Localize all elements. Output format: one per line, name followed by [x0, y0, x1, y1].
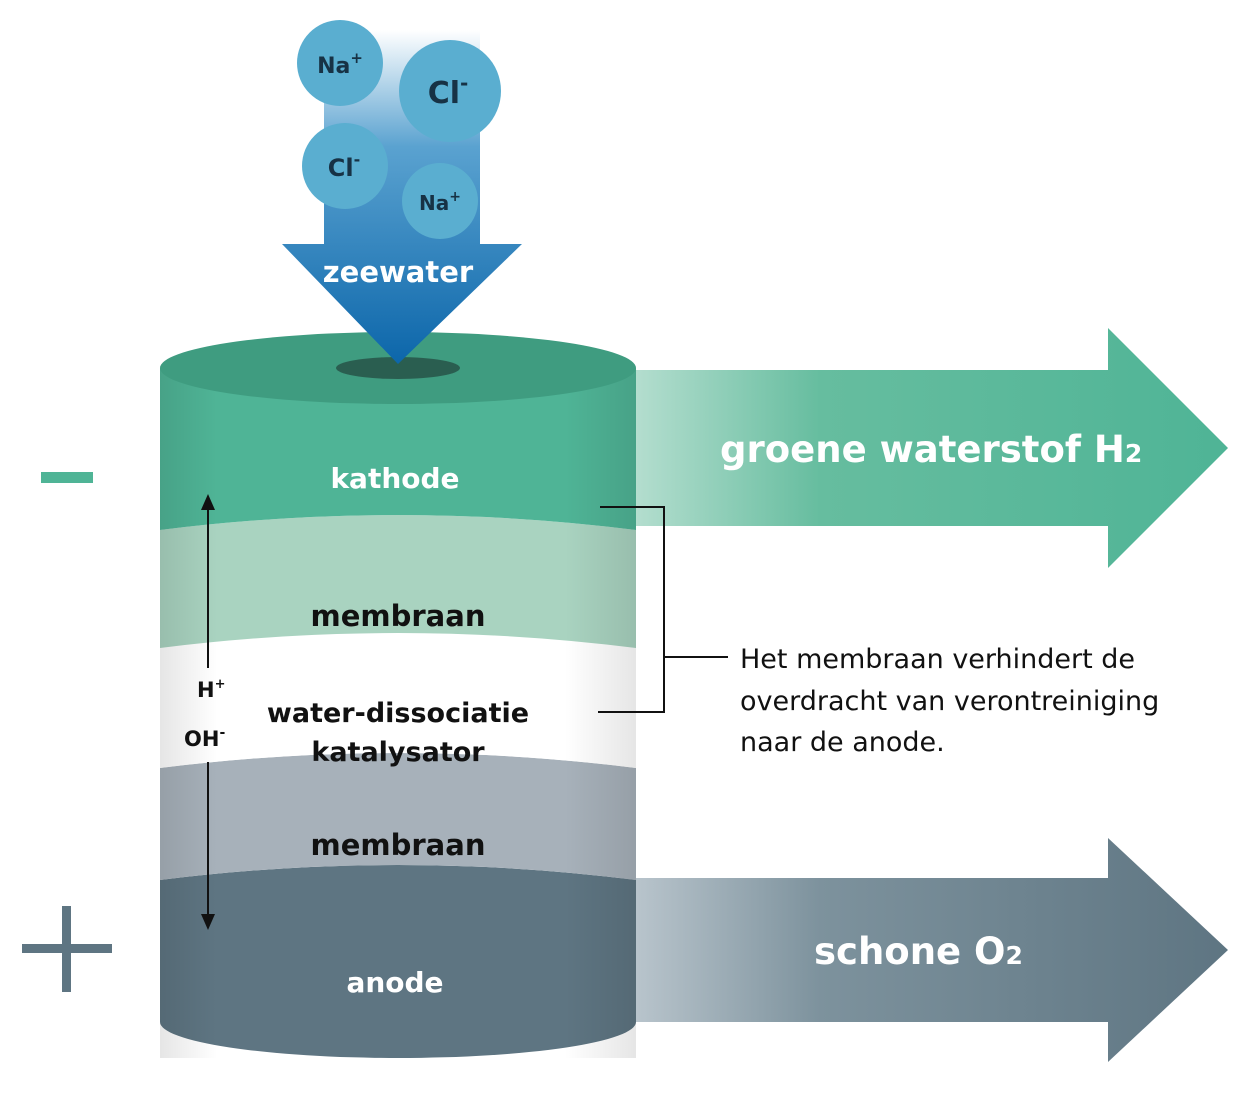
svg-text:Na+: Na+	[419, 189, 461, 215]
oxygen-output-arrow	[600, 838, 1228, 1062]
membrane-top-label: membraan	[311, 599, 486, 633]
positive-pole-icon	[22, 906, 112, 992]
anode-layer	[160, 865, 636, 1058]
svg-text:Na+: Na+	[317, 49, 363, 79]
seawater-label: zeewater	[323, 255, 474, 289]
membrane-bottom-label: membraan	[311, 828, 486, 862]
ion-sodium-1: Na+	[297, 20, 383, 106]
catalyst-label-line2: katalysator	[311, 737, 485, 768]
proton-flow-arrow	[201, 494, 215, 668]
negative-pole-icon	[41, 472, 93, 483]
ion-chloride-2: Cl-	[302, 123, 388, 209]
note-line-1: Het membraan verhindert de	[740, 644, 1135, 675]
ion-chloride-1: Cl-	[399, 40, 501, 142]
hydroxide-label: OH-	[184, 725, 225, 751]
cathode-label: kathode	[330, 462, 459, 495]
membrane-bracket	[598, 506, 728, 713]
ion-sodium-2: Na+	[402, 163, 478, 239]
hydroxide-flow-arrow	[201, 762, 215, 930]
hydrogen-output-arrow	[600, 328, 1228, 568]
svg-text:Cl-: Cl-	[328, 150, 360, 182]
oxygen-output-label: schone O2	[814, 930, 1023, 973]
catalyst-label-line1: water-dissociatie	[267, 698, 529, 729]
note-line-2: overdracht van verontreiniging	[740, 686, 1159, 717]
cylinder-inlet-hole	[336, 357, 460, 379]
proton-label: H+	[197, 677, 225, 702]
svg-text:Cl-: Cl-	[428, 71, 469, 111]
anode-label: anode	[346, 966, 443, 999]
note-line-3: naar de anode.	[740, 727, 945, 758]
hydrogen-output-label: groene waterstof H2	[720, 428, 1142, 471]
